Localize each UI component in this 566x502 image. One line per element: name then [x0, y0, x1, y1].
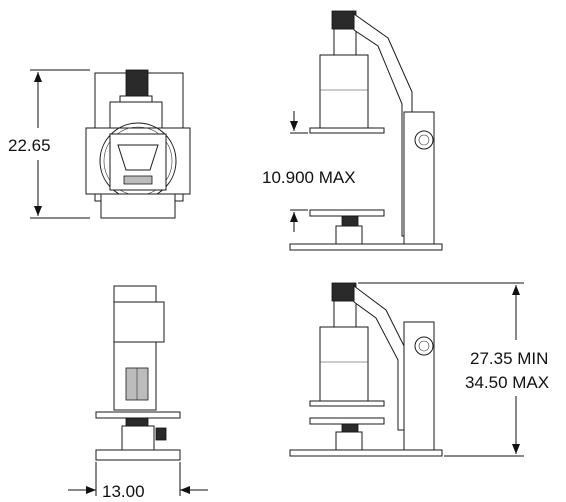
front-view-side-knob	[155, 427, 167, 441]
side2-lower-plate	[309, 417, 385, 425]
top-view-plate	[123, 175, 153, 185]
front-view-head-body	[113, 301, 165, 343]
side2-motor	[331, 282, 357, 302]
top-view-neck	[119, 95, 153, 103]
front-view-stage-mount	[125, 417, 149, 427]
front-view-head-top	[113, 285, 157, 303]
side2-upper-plate	[309, 400, 385, 407]
top-view	[85, 69, 191, 219]
front-view-width-dimension	[68, 462, 208, 496]
top-view-height-dimension	[30, 69, 90, 219]
side-view-motor	[331, 10, 357, 30]
side-view-column-top	[333, 28, 357, 56]
side2-post	[403, 321, 435, 453]
side-view-arm	[353, 13, 413, 237]
top-view-base	[100, 193, 176, 219]
front-view-width-label: 13.00	[102, 482, 145, 501]
top-view-lens	[117, 144, 159, 171]
travel-range-dimension	[358, 282, 524, 457]
side-view-stage-column	[335, 225, 363, 245]
side-view-max-dimension	[290, 111, 308, 232]
side2-stage-mount	[341, 423, 359, 433]
side-view-upper-plate	[309, 127, 385, 134]
side-view-max-label: 10.900 MAX	[262, 168, 356, 187]
side2-base	[289, 449, 443, 457]
side-view-lower-plate	[309, 209, 385, 217]
front-view	[95, 285, 181, 461]
side2-arm	[353, 285, 407, 431]
side-view	[289, 10, 443, 251]
side-view-knob	[414, 130, 434, 150]
top-view-upper-block	[109, 101, 163, 131]
side2-stage-column	[335, 431, 363, 451]
side2-head-body	[319, 326, 369, 402]
side-view-head-body	[319, 54, 369, 130]
range-min-label: 27.35 MIN	[470, 349, 548, 368]
side2-knob	[414, 336, 434, 356]
front-view-pedestal	[121, 425, 155, 451]
side-view-base	[289, 243, 443, 251]
side-view-post	[403, 111, 435, 249]
front-view-base	[95, 449, 181, 461]
front-view-stage	[95, 411, 181, 419]
range-max-label: 34.50 MAX	[465, 373, 549, 392]
side2-column-top	[333, 300, 357, 328]
side-view-extended	[289, 282, 443, 457]
side-view-stage-mount	[341, 215, 359, 227]
top-view-height-label: 22.65	[8, 136, 51, 155]
